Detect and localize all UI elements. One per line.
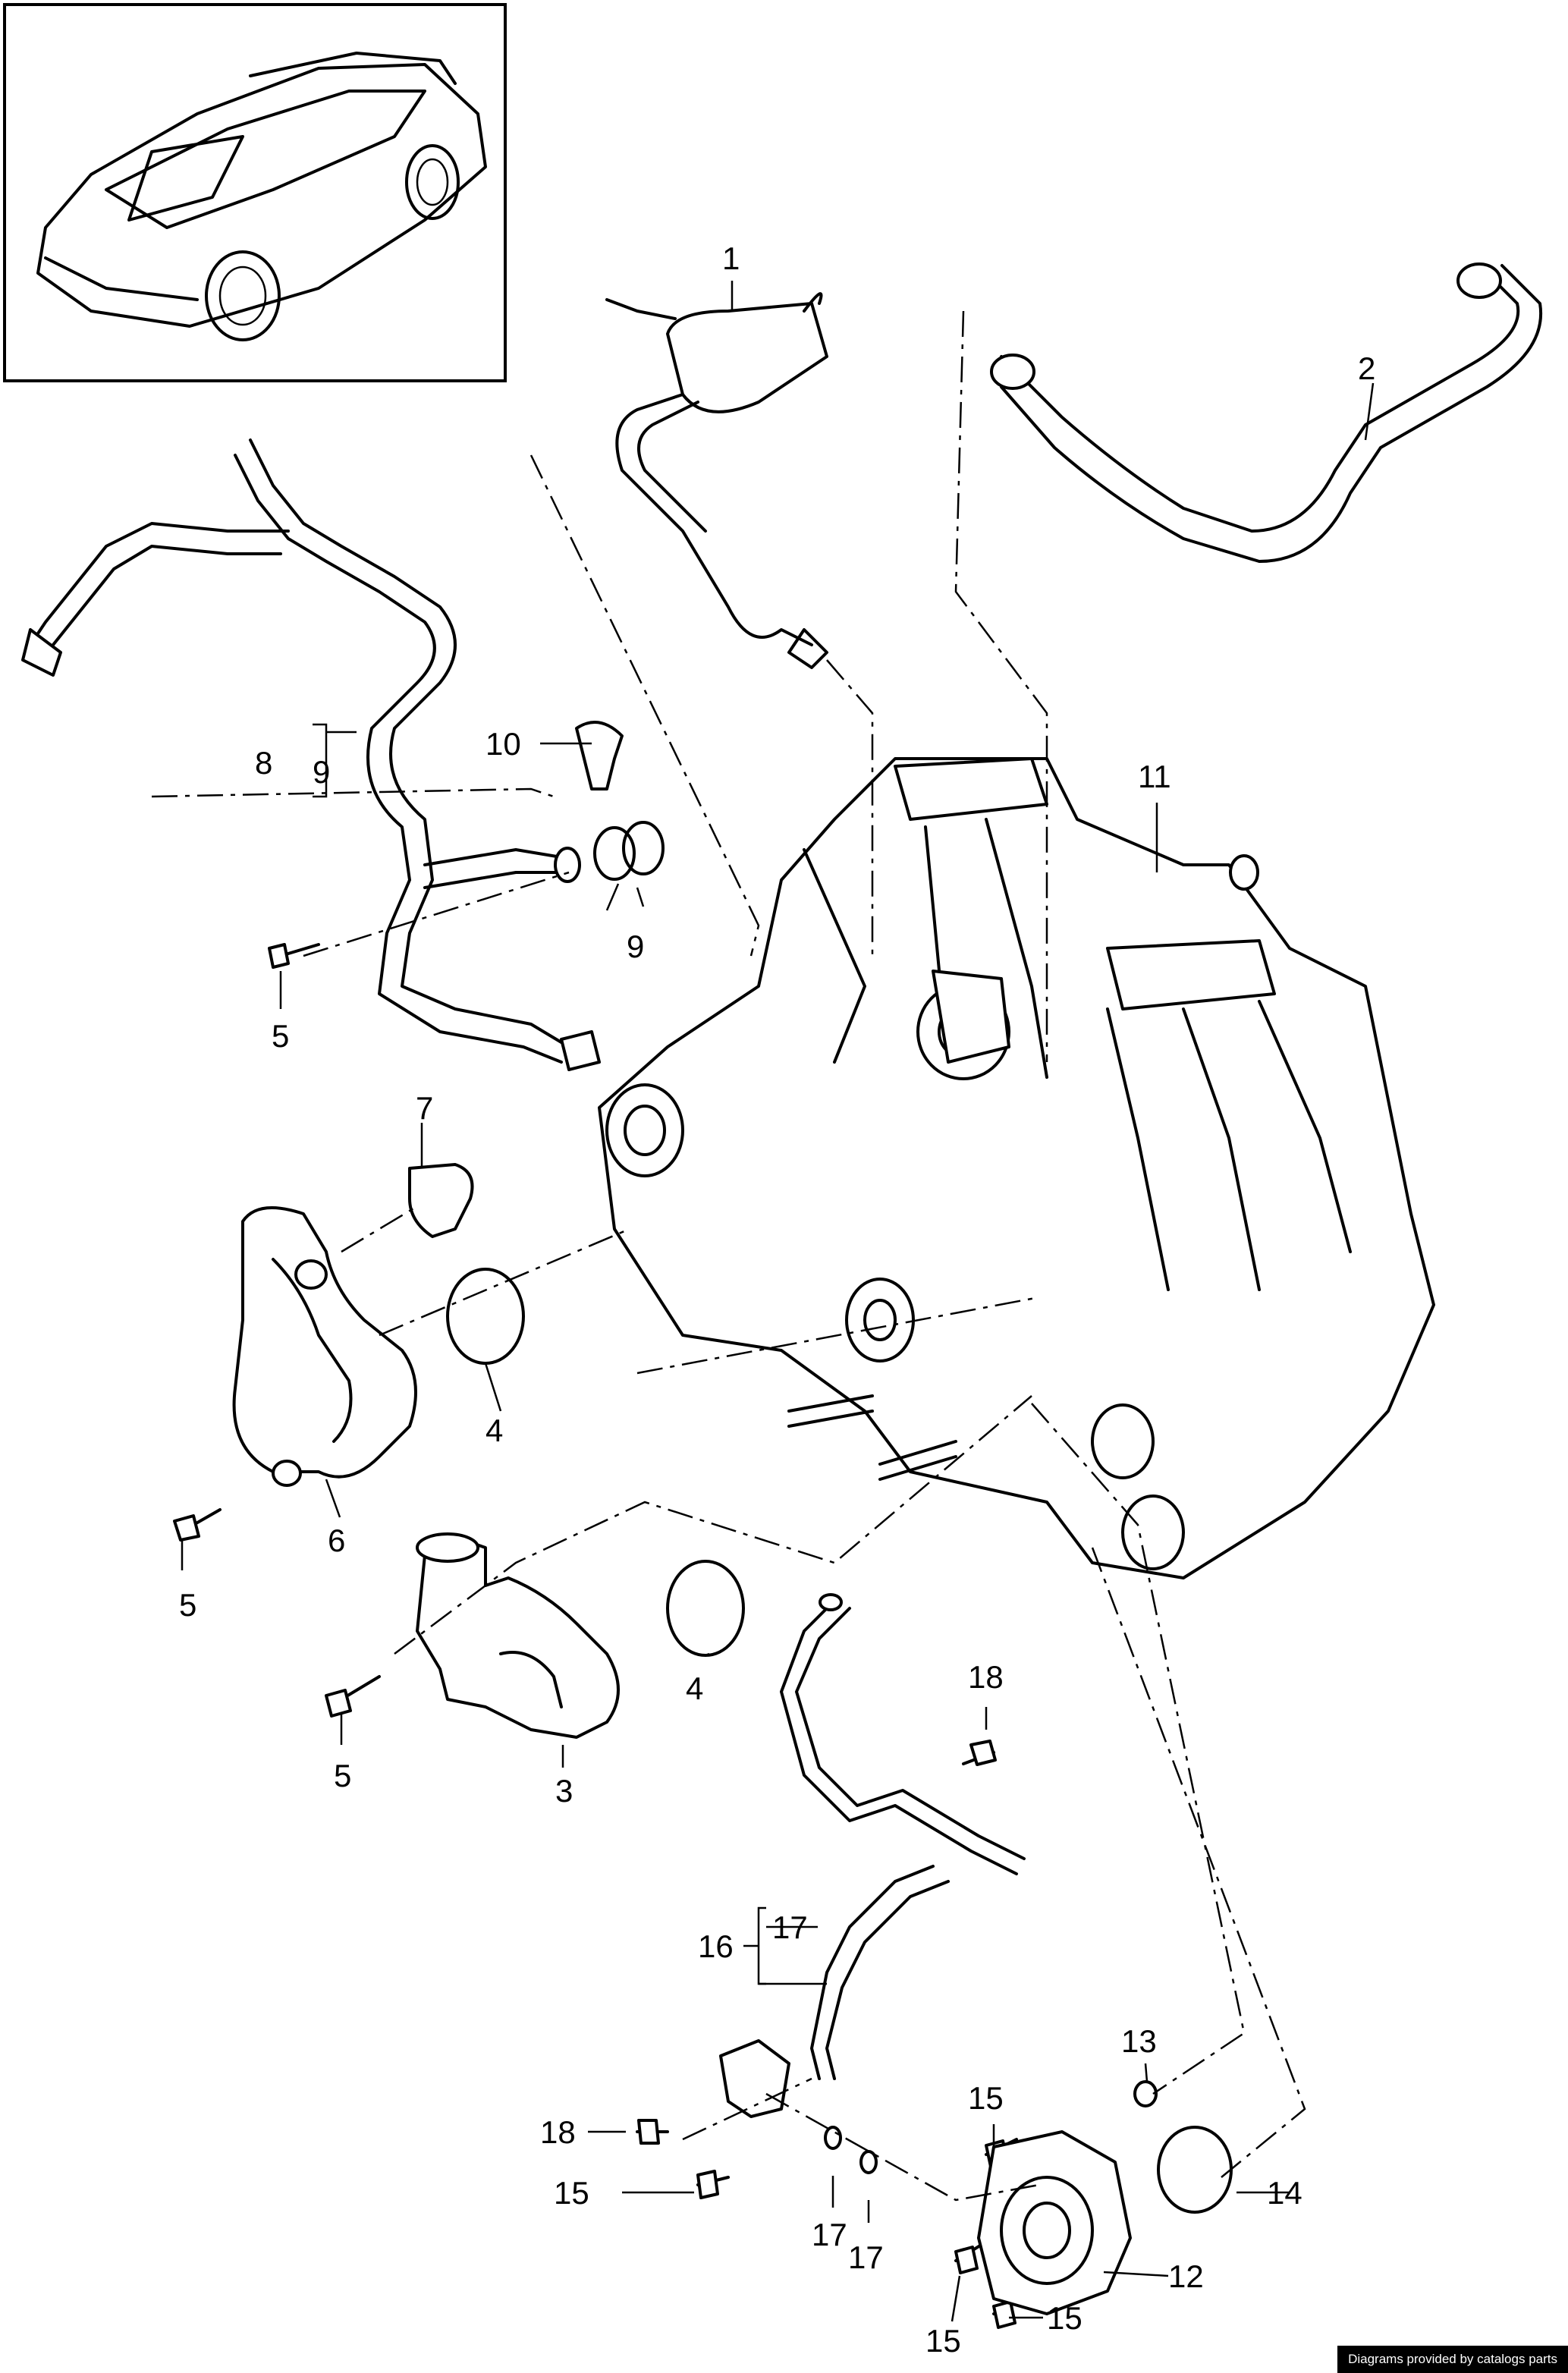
callout-5a: 5 (272, 1018, 289, 1054)
part-2-hose (990, 262, 1543, 563)
callout-labels: 1 2 3 4 4 5 5 5 6 7 8 9 9 10 11 12 13 14… (179, 240, 1375, 2359)
callout-5c: 5 (334, 1758, 351, 1793)
callout-18b: 18 (540, 2114, 576, 2150)
callout-15b: 15 (554, 2175, 589, 2211)
part-7-gasket (408, 1163, 474, 1238)
part-3-thermostat-housing (416, 1532, 620, 1739)
callout-7: 7 (416, 1090, 433, 1126)
callout-15c: 15 (925, 2323, 961, 2359)
callout-18a: 18 (968, 1659, 1004, 1695)
part-11-engine (598, 757, 1435, 1579)
leader-lines (181, 281, 1375, 2322)
part-13-ring (1133, 2080, 1158, 2107)
callout-6: 6 (328, 1523, 345, 1558)
callout-17c: 17 (848, 2239, 884, 2275)
callout-3: 3 (555, 1773, 573, 1809)
callout-16: 16 (698, 1928, 734, 1964)
callout-17b: 17 (812, 2217, 847, 2252)
callout-8: 8 (255, 745, 272, 781)
part-14-oring (1157, 2126, 1233, 2214)
vehicle-thumbnail (3, 3, 507, 382)
assembly-lines (151, 310, 1306, 2202)
part-8-hose (21, 438, 601, 1071)
part-16-pipe (780, 1593, 1026, 2080)
part-17-seals (824, 2126, 878, 2174)
callout-15d: 15 (1047, 2300, 1083, 2336)
part-10-clip (575, 721, 624, 790)
callout-14: 14 (1267, 2175, 1302, 2211)
callout-11: 11 (1138, 759, 1171, 794)
callout-4b: 4 (686, 1671, 703, 1706)
callout-9a: 9 (313, 754, 330, 790)
callout-13: 13 (1121, 2023, 1157, 2059)
callout-4a: 4 (485, 1413, 503, 1448)
callout-12: 12 (1168, 2258, 1204, 2294)
callout-2: 2 (1358, 350, 1375, 386)
callout-17a: 17 (772, 1909, 808, 1945)
callout-9b: 9 (627, 929, 644, 964)
diagram-credit: Diagrams provided by catalogs parts (1337, 2346, 1568, 2373)
part-9-orings (593, 821, 665, 881)
callout-10: 10 (485, 726, 521, 762)
callout-15a: 15 (968, 2080, 1004, 2116)
callout-1: 1 (722, 240, 740, 276)
part-12-pump (977, 2130, 1132, 2315)
callout-5b: 5 (179, 1587, 196, 1623)
part-1-valve (605, 292, 828, 669)
part-6-housing (232, 1206, 417, 1487)
